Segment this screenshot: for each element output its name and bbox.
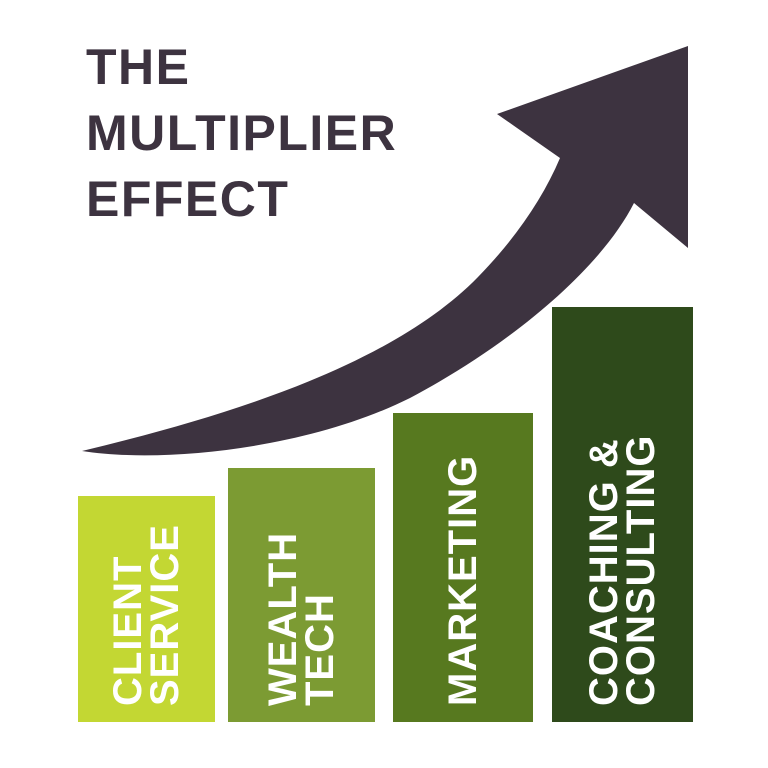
bar-wealth-tech: WEALTH TECH	[228, 468, 375, 722]
bar-client-service: CLIENT SERVICE	[78, 496, 215, 722]
page-title: THE MULTIPLIER EFFECT	[86, 39, 398, 227]
bar-label-marketing: MARKETING	[440, 454, 485, 706]
growth-arrow-path	[82, 46, 688, 456]
bar-marketing: MARKETING	[393, 413, 533, 722]
bar-coaching-consulting: COACHING & CONSULTING	[552, 307, 693, 722]
bar-label-client-service: CLIENT SERVICE	[105, 524, 187, 706]
bar-label-wealth-tech: WEALTH TECH	[260, 531, 342, 706]
bar-label-coaching-consulting: COACHING & CONSULTING	[581, 434, 663, 706]
